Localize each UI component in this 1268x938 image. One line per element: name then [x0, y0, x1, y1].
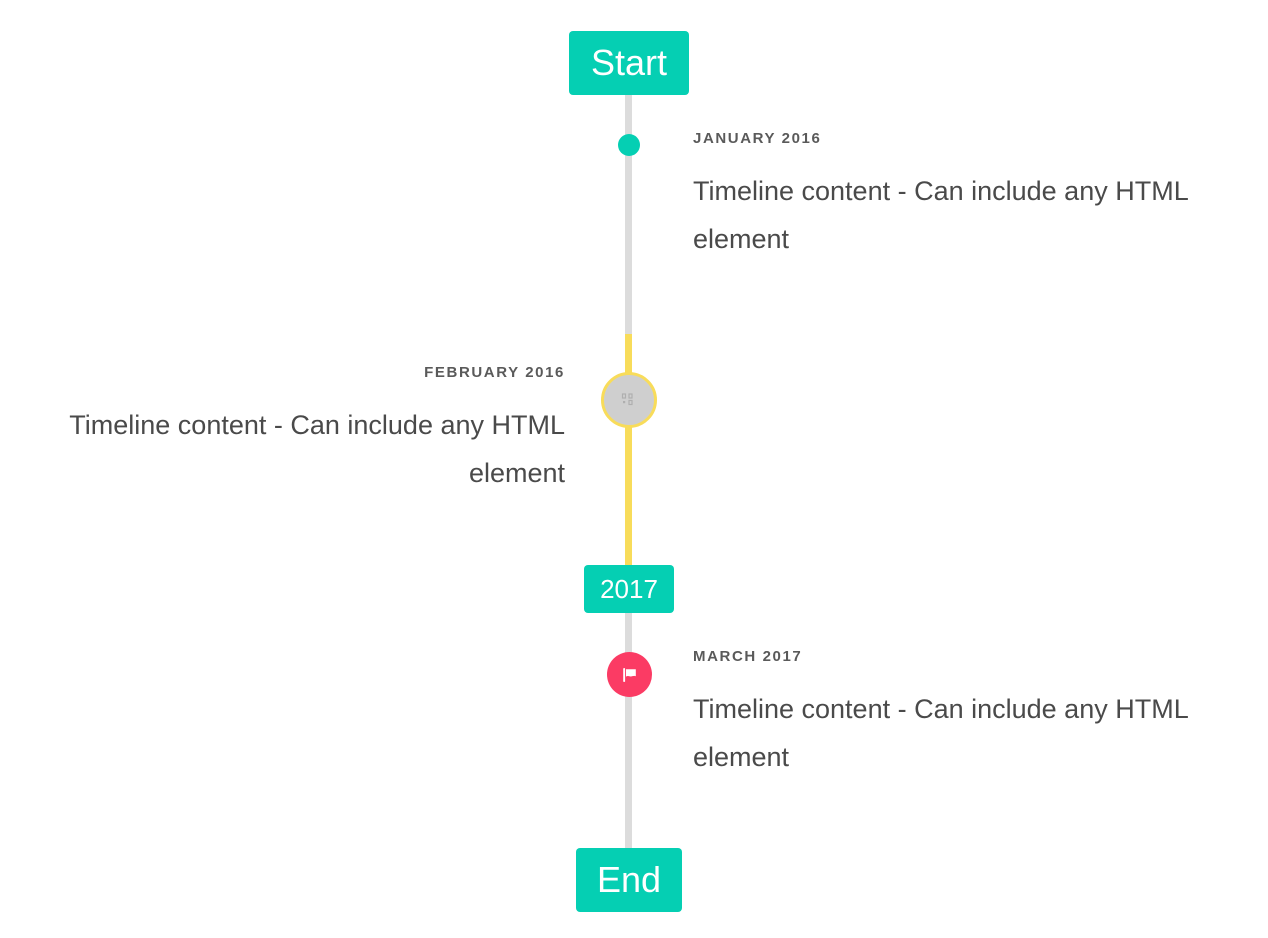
flag-marker[interactable]	[607, 652, 652, 697]
flag-icon	[622, 667, 636, 682]
timeline-start-chip[interactable]: Start	[569, 31, 689, 95]
timeline-rail-highlight	[625, 334, 632, 566]
broken-image-marker[interactable]	[601, 372, 657, 428]
timeline-end-chip[interactable]: End	[576, 848, 682, 912]
timeline-year-chip[interactable]: 2017	[584, 565, 674, 613]
broken-image-icon	[621, 393, 633, 406]
timeline-entry-march: March 2017 Timeline content - Can includ…	[693, 648, 1223, 781]
timeline-entry-date: January 2016	[693, 130, 822, 147]
timeline-entry-february: February 2016 Timeline content - Can inc…	[40, 364, 565, 497]
timeline-entry-january: January 2016 Timeline content - Can incl…	[693, 130, 1223, 263]
timeline-entry-body: Timeline content - Can include any HTML …	[693, 176, 1188, 255]
timeline-rail-bottom	[625, 612, 632, 852]
timeline-entry-date: March 2017	[693, 648, 803, 665]
timeline-entry-body: Timeline content - Can include any HTML …	[69, 410, 565, 489]
timeline-rail-top	[625, 94, 632, 336]
timeline-entry-date: February 2016	[424, 364, 565, 381]
dot-icon[interactable]	[618, 134, 640, 156]
timeline-entry-body: Timeline content - Can include any HTML …	[693, 694, 1188, 773]
